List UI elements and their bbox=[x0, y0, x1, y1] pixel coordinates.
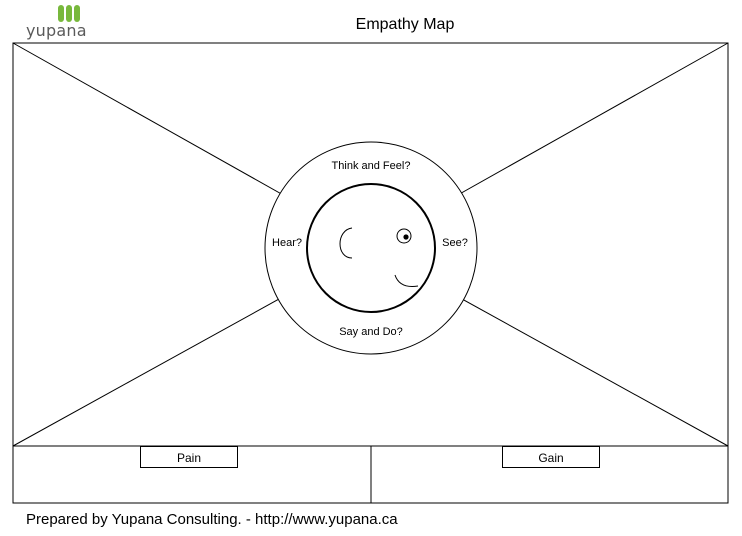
head-circle bbox=[306, 183, 436, 313]
think-feel-label: Think and Feel? bbox=[331, 160, 411, 172]
logo-text: yupana bbox=[26, 21, 87, 40]
diagonal-top-left bbox=[12, 42, 318, 215]
gain-box: Gain bbox=[502, 446, 600, 468]
eye-pupil-icon bbox=[403, 234, 409, 240]
ear-icon bbox=[339, 227, 353, 259]
say-do-label: Say and Do? bbox=[339, 326, 403, 338]
logo-bar bbox=[58, 5, 64, 22]
logo-bar bbox=[66, 5, 72, 22]
see-label: See? bbox=[442, 237, 468, 249]
pain-box: Pain bbox=[140, 446, 238, 468]
diagonal-top-right bbox=[423, 42, 729, 215]
page-title: Empathy Map bbox=[355, 16, 455, 33]
yupana-logo: yupana bbox=[26, 4, 88, 40]
diagonal-bottom-left bbox=[12, 277, 318, 447]
logo-bar bbox=[74, 5, 80, 22]
hear-label: Hear? bbox=[272, 237, 302, 249]
diagonal-bottom-right bbox=[423, 277, 729, 447]
footer-credit: Prepared by Yupana Consulting. - http://… bbox=[26, 511, 398, 528]
logo-bars-icon bbox=[58, 5, 80, 22]
mouth-icon bbox=[394, 274, 419, 287]
